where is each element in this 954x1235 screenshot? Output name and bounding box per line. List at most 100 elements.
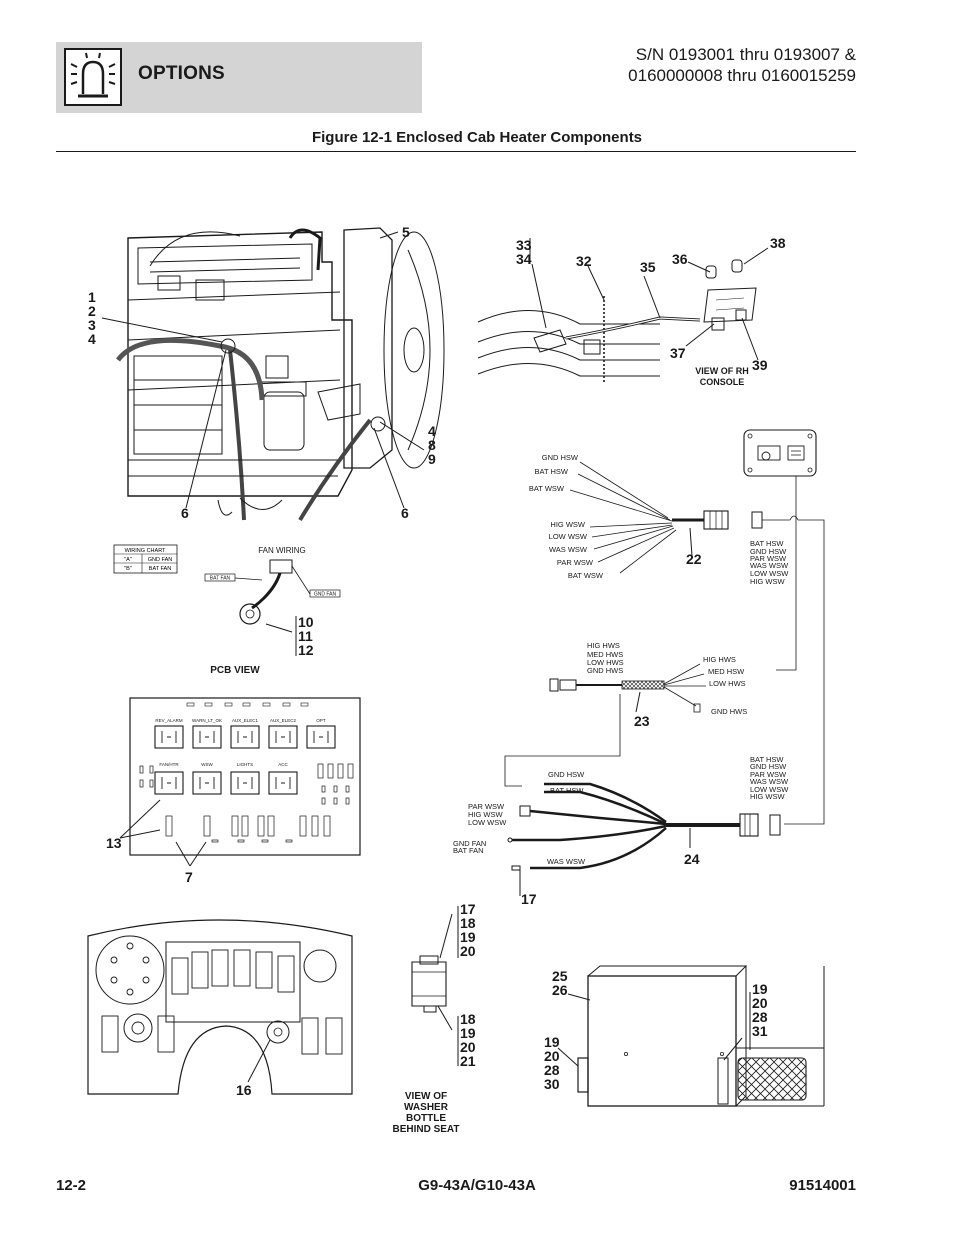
callout: 18	[460, 1011, 476, 1027]
wire-label: PAR WSW	[750, 770, 787, 779]
pcb-view-caption: PCB VIEW	[210, 665, 260, 676]
callout: 6	[401, 505, 409, 521]
serial-range: S/N 0193001 thru 0193007 & 0160000008 th…	[628, 44, 856, 86]
callout: 37	[670, 345, 686, 361]
callout: 36	[672, 251, 688, 267]
callout: 12	[298, 642, 314, 658]
wire-label: LOW WSW	[549, 532, 588, 541]
heater-callouts: 25 26 19 20 28 31 19 20 28 30	[544, 968, 768, 1092]
callout: 33	[516, 237, 532, 253]
callout: 19	[544, 1034, 560, 1050]
wiring-chart-cell: BAT FAN	[149, 566, 171, 572]
callout: 20	[460, 943, 476, 959]
callout: 5	[402, 224, 410, 240]
wire-label: GND HSW	[750, 547, 787, 556]
serial-line-1: S/N 0193001 thru 0193007 &	[635, 45, 856, 64]
callout: 4	[88, 331, 96, 347]
engine-illustration	[115, 227, 445, 522]
callout: 22	[686, 551, 702, 567]
pcb-label: LIGHTS	[237, 762, 253, 767]
wire-label: WAS WSW	[549, 545, 588, 554]
pcb-label: WARN_LT_OK	[192, 718, 222, 723]
callout: 10	[298, 614, 314, 630]
wiring-chart: WIRING CHART "A" GND FAN "B" BAT FAN	[113, 544, 178, 574]
callout: 20	[752, 995, 768, 1011]
pcb-label: REV_ALARM	[155, 718, 183, 723]
wire-label: BAT WSW	[529, 484, 565, 493]
harness-22	[569, 461, 825, 825]
harness-23-left-labels: HIG HWS MED HWS LOW HWS GND HWS	[587, 641, 624, 675]
wire-label: BAT HSW	[750, 539, 784, 548]
callout: 20	[460, 1039, 476, 1055]
callout: 31	[752, 1023, 768, 1039]
engine-callouts: 5 1 2 3 4 4 8 9 6 6	[88, 224, 436, 521]
wire-label: HIG HWS	[587, 641, 620, 650]
console-caption: VIEW OF RH CONSOLE	[695, 366, 749, 387]
dash-panel	[87, 919, 353, 1095]
callout: 17	[460, 901, 476, 917]
harness-24-callouts: 24 17	[521, 851, 700, 907]
wire-label: GND HWS	[711, 707, 747, 716]
wire-label: GND HSW	[548, 770, 585, 779]
wire-label: MED HSW	[708, 667, 745, 676]
harness-24-right-labels: BAT HSW GND HSW PAR WSW WAS WSW LOW WSW …	[750, 755, 789, 801]
callout: 9	[428, 451, 436, 467]
pcb-label: AUX_ELEC2	[270, 718, 297, 723]
callout: 34	[516, 251, 532, 267]
wire-label: HIG WSW	[750, 792, 785, 801]
document-number: 91514001	[789, 1177, 856, 1194]
callout: 21	[460, 1053, 476, 1069]
callout: 8	[428, 437, 436, 453]
wire-label: GND FAN	[453, 839, 486, 848]
engine-callout-leaders	[101, 231, 425, 509]
wire-label: PAR WSW	[750, 554, 787, 563]
wire-label: BAT HSW	[750, 755, 784, 764]
callout: 4	[428, 423, 436, 439]
section-title: OPTIONS	[138, 63, 225, 84]
wire-label: BAT WSW	[568, 571, 604, 580]
callout: 17	[521, 891, 537, 907]
wiring-chart-cell: "A"	[124, 557, 132, 563]
serial-line-2: 0160000008 thru 0160015259	[628, 66, 856, 85]
wiring-chart-cell: GND FAN	[148, 557, 172, 563]
wiring-chart-cell: "B"	[124, 566, 132, 572]
callout: 6	[181, 505, 189, 521]
harness-24-wire-labels: GND HSW BAT HSW PAR WSW HIG WSW LOW WSW …	[453, 770, 586, 866]
fan-label-bat: BAT FAN	[210, 576, 231, 582]
pcb-board	[129, 697, 361, 856]
pcb-label: FAN/HTR	[159, 762, 179, 767]
wire-label: HIG HWS	[703, 655, 736, 664]
callout: 20	[544, 1048, 560, 1064]
wire-label: LOW HWS	[587, 658, 624, 667]
wire-label: LOW WSW	[468, 818, 507, 827]
console-caption-line: CONSOLE	[700, 377, 745, 387]
switch-panel	[743, 429, 817, 477]
wire-label: HIG WSW	[750, 577, 785, 586]
callout: 3	[88, 317, 96, 333]
wire-label: MED HWS	[587, 650, 623, 659]
section-header: OPTIONS	[56, 42, 422, 113]
harness-23	[549, 663, 706, 713]
wiring-chart-title: WIRING CHART	[125, 548, 166, 554]
harness-24	[504, 694, 781, 896]
harness-22-labels: GND HSW BAT HSW BAT WSW HIG WSW LOW WSW …	[529, 453, 604, 580]
washer-bottle	[411, 906, 459, 1066]
callout: 39	[752, 357, 768, 373]
wire-label: HIG WSW	[468, 810, 503, 819]
callout: 2	[88, 303, 96, 319]
pcb-label: ACC	[278, 762, 288, 767]
wire-label: BAT FAN	[453, 846, 484, 855]
pcb-callout-leaders	[119, 799, 207, 867]
callout: 19	[460, 929, 476, 945]
harness-23-right-labels: HIG HWS MED HSW LOW HWS GND HWS	[703, 655, 747, 716]
page-number: 12-2	[56, 1177, 87, 1194]
callout: 7	[185, 869, 193, 885]
washer-caption-line: WASHER	[404, 1102, 449, 1113]
wire-label: GND HSW	[542, 453, 579, 462]
wire-label: WAS WSW	[750, 561, 789, 570]
callout: 18	[460, 915, 476, 931]
callout: 25	[552, 968, 568, 984]
fan-wiring: FAN WIRING BAT FAN GND FAN	[204, 546, 341, 656]
washer-caption-line: BEHIND SEAT	[392, 1124, 459, 1135]
